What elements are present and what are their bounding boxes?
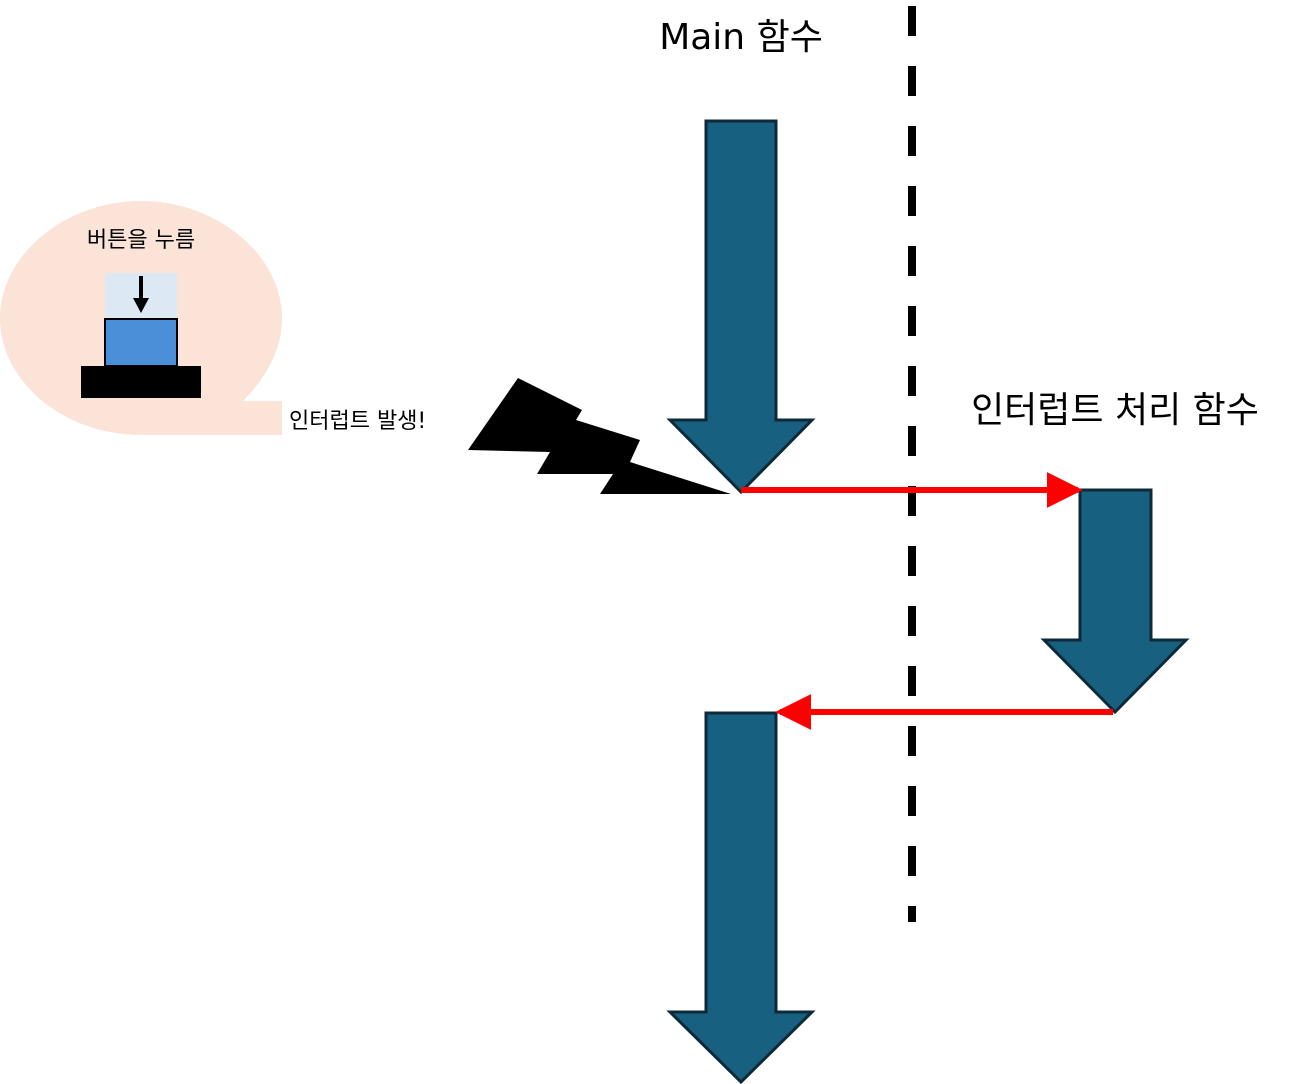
button-press-label: 버튼을 누름: [87, 228, 195, 253]
interrupt-handler-title: 인터럽트 처리 함수: [971, 390, 1259, 431]
lightning-bolt-icon: [468, 378, 731, 494]
main-function-title: Main 함수: [659, 17, 823, 58]
main-flow-arrow-top: [666, 119, 816, 495]
down-arrow-icon: [133, 276, 149, 313]
interrupt-occurs-label: 인터럽트 발생!: [289, 409, 426, 434]
button-base: [81, 366, 201, 398]
main-flow-arrow-resume: [666, 711, 816, 1084]
button-cap: [104, 318, 178, 367]
interrupt-flow-arrow: [1040, 488, 1190, 715]
